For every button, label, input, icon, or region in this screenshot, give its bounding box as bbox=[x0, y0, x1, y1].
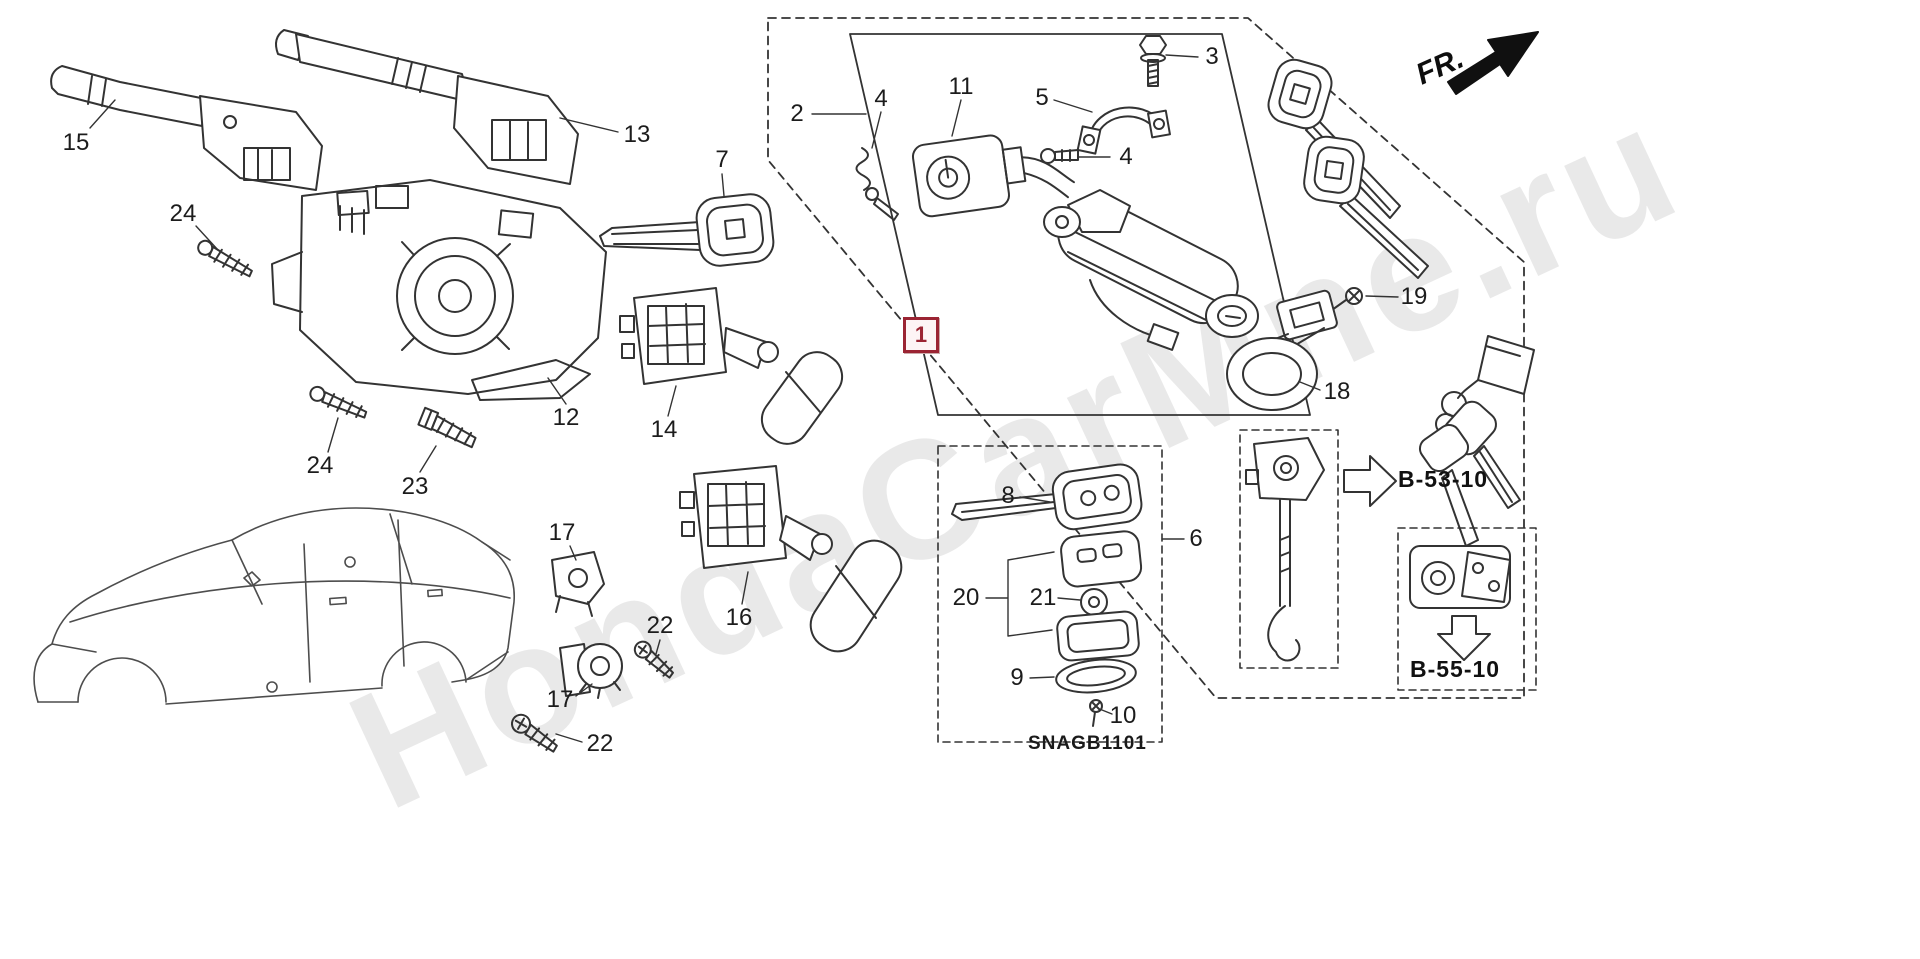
clamp-bracket-5 bbox=[1076, 106, 1171, 155]
part-callout-20: 20 bbox=[952, 584, 980, 611]
part-callout-16: 16 bbox=[725, 604, 753, 631]
part-callout-11: 11 bbox=[948, 73, 974, 100]
bolt-23 bbox=[417, 406, 477, 449]
part-callout-3: 3 bbox=[1205, 43, 1219, 70]
ref-b-53-10[interactable]: B-53-10 bbox=[1398, 466, 1489, 492]
screw-22-upper bbox=[633, 640, 674, 679]
outer-dashed-boundary bbox=[767, 17, 1525, 699]
part-callout-4: 4 bbox=[874, 85, 888, 112]
b55-part-box bbox=[1397, 527, 1537, 691]
leader-lines bbox=[89, 54, 1399, 743]
key-blank-7 bbox=[599, 193, 775, 267]
part-callout-17: 17 bbox=[546, 686, 574, 713]
ignition-switch-11 bbox=[911, 134, 1075, 218]
switch-module-16 bbox=[679, 465, 903, 653]
screw-24-upper bbox=[197, 239, 253, 278]
part-callout-5: 5 bbox=[1035, 84, 1049, 111]
part-callout-21: 21 bbox=[1029, 584, 1057, 611]
part-callout-4: 4 bbox=[1119, 143, 1133, 170]
part-callout-22: 22 bbox=[586, 730, 614, 757]
part-callout-2: 2 bbox=[790, 100, 804, 127]
transmitter-kit-6 bbox=[937, 445, 1163, 743]
screw-24-lower bbox=[309, 385, 368, 419]
wiper-switch-13 bbox=[275, 29, 579, 185]
part-callout-7: 7 bbox=[715, 146, 729, 173]
selected-part-callout[interactable]: 1 bbox=[903, 317, 939, 353]
part-callout-19: 19 bbox=[1400, 283, 1428, 310]
part-callout-9: 9 bbox=[1010, 664, 1024, 691]
switch-module-14 bbox=[619, 287, 844, 445]
part-callout-23: 23 bbox=[401, 473, 429, 500]
part-callout-13: 13 bbox=[623, 121, 651, 148]
sensor-17-upper bbox=[551, 551, 605, 617]
cable-reel-body-12 bbox=[271, 179, 607, 401]
steering-lock-body bbox=[1043, 189, 1259, 351]
inner-solid-boundary-2 bbox=[849, 33, 1311, 416]
fr-arrow-icon bbox=[1447, 31, 1539, 95]
turn-signal-switch-15 bbox=[50, 65, 323, 191]
part-callout-14: 14 bbox=[650, 416, 678, 443]
immobilizer-ring-18 bbox=[1226, 289, 1338, 411]
part-callout-15: 15 bbox=[62, 129, 90, 156]
screw-4-right bbox=[1040, 148, 1079, 164]
part-callout-18: 18 bbox=[1323, 378, 1351, 405]
master-key-set bbox=[1267, 58, 1429, 279]
part-callout-10: 10 bbox=[1109, 702, 1137, 729]
part-callout-6: 6 bbox=[1189, 525, 1203, 552]
lock-rod-assembly bbox=[1239, 429, 1339, 669]
part-callout-12: 12 bbox=[552, 404, 580, 431]
part-callout-24: 24 bbox=[169, 200, 197, 227]
part-callout-22: 22 bbox=[646, 612, 674, 639]
part-callout-24: 24 bbox=[306, 452, 334, 479]
part-callout-17: 17 bbox=[548, 519, 576, 546]
part-callout-8: 8 bbox=[1001, 482, 1015, 509]
ref-b-55-10[interactable]: B-55-10 bbox=[1410, 656, 1501, 682]
screw-22-lower bbox=[511, 713, 558, 753]
bolt-3 bbox=[1139, 35, 1167, 87]
arrow-right-icon bbox=[1343, 455, 1397, 507]
screw-19 bbox=[1331, 287, 1363, 311]
sensor-17-lower bbox=[559, 643, 623, 699]
arrow-down-icon bbox=[1437, 615, 1491, 661]
car-outline bbox=[33, 507, 515, 705]
spring-screw-4-left bbox=[855, 147, 899, 221]
diagram-code: SNAGB1101 bbox=[1028, 733, 1147, 754]
